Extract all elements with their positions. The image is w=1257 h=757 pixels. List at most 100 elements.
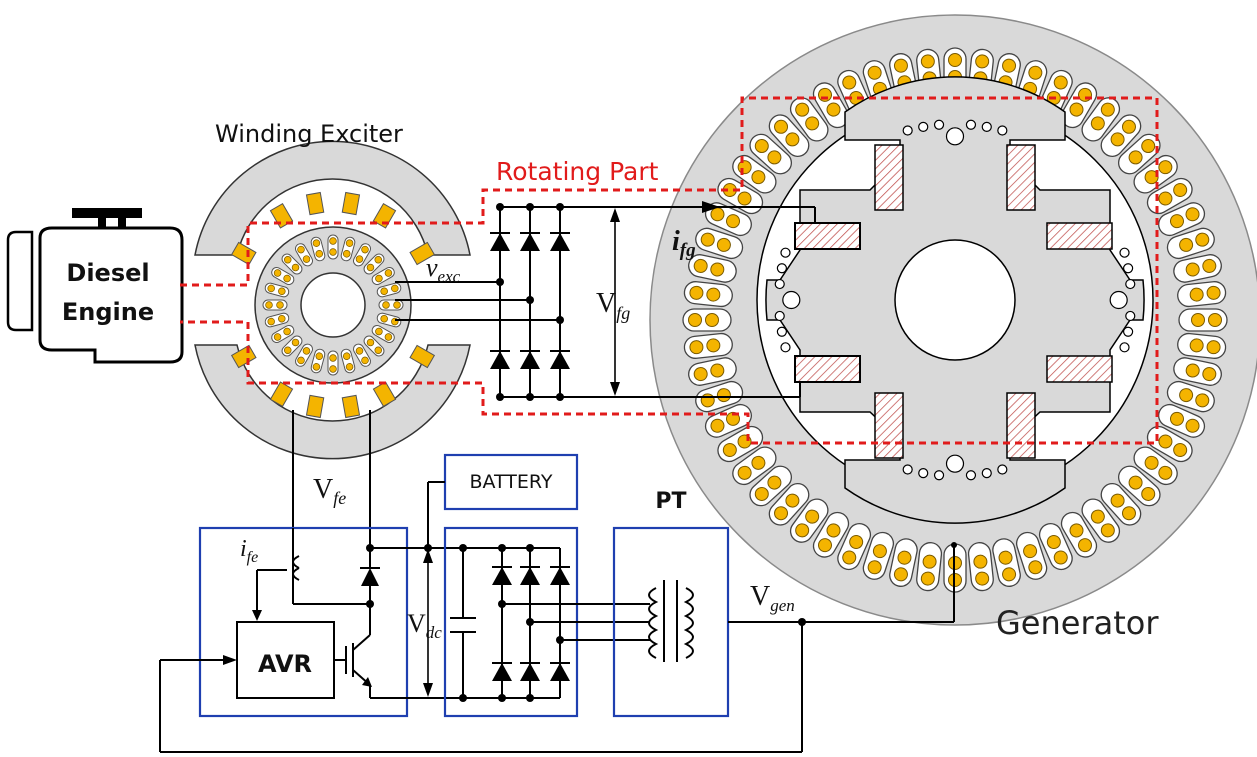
rotor-cooling-holes bbox=[774, 119, 1136, 481]
stator-slot bbox=[1158, 403, 1206, 438]
stator-slot bbox=[837, 523, 872, 571]
i-fe-label: ife bbox=[240, 536, 258, 566]
current-sensor bbox=[292, 555, 300, 581]
i-fg-label: ifg bbox=[672, 226, 696, 261]
rotor-hole bbox=[902, 125, 913, 136]
exciter-rotor-slot bbox=[271, 267, 295, 285]
diode bbox=[520, 233, 540, 251]
exciter-rotor-slot bbox=[371, 325, 395, 343]
rotor-hole bbox=[1119, 342, 1130, 353]
field-pole bbox=[794, 222, 861, 250]
stator-slot bbox=[688, 357, 737, 386]
winding-exciter-label: Winding Exciter bbox=[215, 120, 403, 148]
rotor-hole bbox=[945, 127, 965, 146]
stator-slot bbox=[688, 254, 737, 283]
exciter-pole bbox=[230, 241, 257, 266]
diode bbox=[520, 567, 540, 585]
rotor-hole bbox=[774, 278, 785, 290]
generator-shaft bbox=[894, 239, 1016, 361]
exciter-rotor-slot bbox=[264, 282, 290, 298]
exciter-rotor-slot bbox=[262, 299, 288, 311]
rotating-part-label: Rotating Part bbox=[496, 157, 659, 186]
diode bbox=[550, 351, 570, 369]
rotor-hole bbox=[997, 125, 1008, 136]
rotor-hole bbox=[981, 468, 992, 479]
diode bbox=[492, 663, 512, 681]
rotor-hole bbox=[1125, 278, 1136, 290]
stator-slot bbox=[1100, 482, 1142, 526]
exciter-rotor-slot bbox=[363, 335, 385, 357]
rotor-hole bbox=[965, 470, 977, 481]
diode bbox=[490, 351, 510, 369]
static-rectifier bbox=[443, 526, 625, 718]
v-fg-label: Vfg bbox=[596, 288, 630, 323]
stator-slot bbox=[889, 538, 918, 587]
rotor-hole bbox=[1123, 263, 1134, 274]
stator-slot bbox=[1081, 97, 1121, 142]
rotating-rectifier bbox=[395, 201, 816, 401]
diode bbox=[550, 663, 570, 681]
exciter-pole bbox=[341, 394, 361, 419]
exciter-pole bbox=[269, 381, 294, 408]
diode bbox=[550, 233, 570, 251]
rotor-hole bbox=[1125, 310, 1136, 322]
exciter-shaft bbox=[300, 272, 366, 338]
stator-slot bbox=[1133, 446, 1178, 486]
stator-slot bbox=[862, 531, 895, 580]
symbol-labels: vexc ifg Vfg Vfe ife Vdc Vgen bbox=[240, 226, 795, 642]
rotor-hole bbox=[776, 326, 787, 337]
stator-slot bbox=[1146, 177, 1193, 215]
generator: Generator bbox=[649, 14, 1257, 642]
field-pole bbox=[1046, 222, 1113, 250]
exciter-rotor-slot bbox=[327, 234, 339, 260]
stator-slot bbox=[695, 227, 744, 260]
field-pole bbox=[794, 355, 861, 383]
stator-slot bbox=[967, 542, 994, 592]
rotor-hole bbox=[945, 454, 965, 473]
diode bbox=[520, 663, 540, 681]
field-pole bbox=[1006, 392, 1036, 459]
engine-top-bar bbox=[72, 208, 142, 218]
stator-slot bbox=[1173, 254, 1222, 283]
exciter-rotor-slot bbox=[271, 325, 295, 343]
rotating-part-boundary: Rotating Part bbox=[180, 96, 1159, 445]
exciter-pole bbox=[305, 191, 325, 216]
stator-slot bbox=[704, 403, 752, 438]
exciter-rotor-slot bbox=[353, 343, 371, 367]
stator-slot bbox=[1038, 523, 1073, 571]
stator-slot bbox=[768, 482, 810, 526]
rotor-hole bbox=[782, 290, 801, 310]
stator-slot bbox=[812, 511, 850, 558]
rotor-hole bbox=[780, 342, 791, 353]
exciter-pole bbox=[372, 381, 397, 408]
v-gen-label: Vgen bbox=[750, 581, 795, 615]
exciter-rotor-slot bbox=[378, 299, 404, 311]
stator-slot bbox=[749, 465, 793, 507]
rotor-hole bbox=[1119, 247, 1130, 258]
feedback-wiring bbox=[159, 542, 957, 753]
diode bbox=[490, 233, 510, 251]
diode bbox=[550, 567, 570, 585]
exciter-rotor-slot bbox=[376, 282, 402, 298]
stator-slot bbox=[789, 498, 829, 543]
rotor-hole bbox=[918, 121, 929, 132]
engine-label: Engine bbox=[62, 298, 154, 326]
field-pole bbox=[874, 392, 904, 459]
battery: BATTERY bbox=[424, 453, 579, 552]
stator-slot bbox=[1060, 511, 1098, 558]
diode bbox=[520, 351, 540, 369]
stator-slot bbox=[1060, 82, 1098, 129]
stator-slot bbox=[704, 202, 752, 237]
exciter-rotor-slot bbox=[371, 267, 395, 285]
stator-slot bbox=[1081, 498, 1121, 543]
stator-slot bbox=[1173, 357, 1222, 386]
stator-slot bbox=[1015, 531, 1048, 580]
stator-slot bbox=[789, 97, 829, 142]
rotor-hole bbox=[933, 470, 945, 481]
engine-flywheel bbox=[6, 230, 34, 332]
stator-slot bbox=[1177, 332, 1227, 359]
exciter-rotor-slot bbox=[353, 243, 371, 267]
rotor-hole bbox=[774, 310, 785, 322]
stator-slot bbox=[717, 177, 764, 215]
stator-slot bbox=[992, 538, 1021, 587]
